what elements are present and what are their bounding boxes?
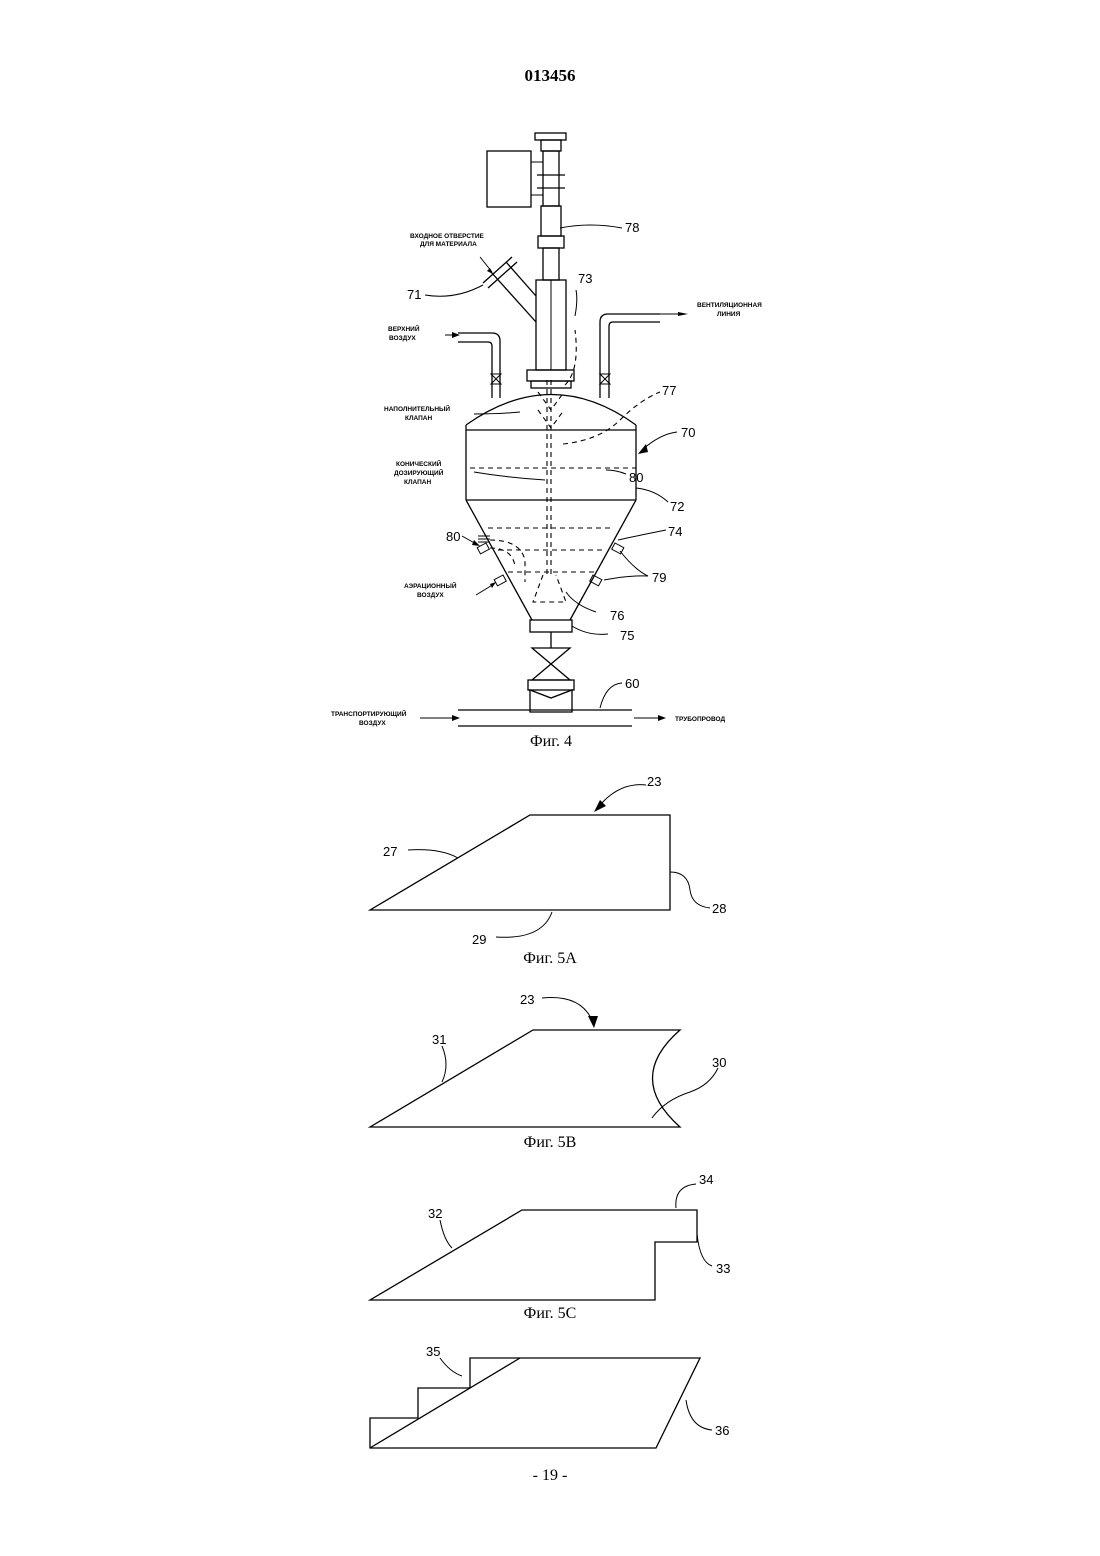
ref-28: 28 — [712, 901, 726, 916]
aeration-label-line2: ВОЗДУХ — [417, 592, 444, 599]
ref-71: 71 — [407, 287, 421, 302]
transport-air-label-line2: ВОЗДУХ — [359, 720, 386, 727]
figure-5c-caption: Фиг. 5С — [524, 1305, 577, 1322]
ref-23-5b: 23 — [520, 992, 534, 1007]
ref-33: 33 — [716, 1261, 730, 1276]
ref-36: 36 — [715, 1423, 729, 1438]
page-number: - 19 - — [0, 1467, 1100, 1485]
vent-label-line1: ВЕНТИЛЯЦИОННАЯ — [697, 302, 762, 309]
ref-74: 74 — [668, 524, 682, 539]
ref-70: 70 — [681, 425, 695, 440]
ref-29: 29 — [472, 932, 486, 947]
vent-label-line2: ЛИНИЯ — [717, 311, 741, 318]
figure-5a-caption: Фиг. 5А — [523, 950, 577, 967]
ref-76: 76 — [610, 608, 624, 623]
ref-80: 80 — [629, 470, 643, 485]
cone-valve-label-line2: ДОЗИРУЮЩИЙ — [394, 468, 444, 477]
figure-5a: 23 27 28 29 Фиг. 5А — [370, 774, 726, 967]
ref-31: 31 — [432, 1032, 446, 1047]
cone-valve-label-line1: КОНИЧЕСКИЙ — [396, 459, 442, 468]
ref-60: 60 — [625, 676, 639, 691]
ref-72: 72 — [670, 499, 684, 514]
inlet-label-line2: ДЛЯ МАТЕРИАЛА — [420, 241, 477, 248]
figure-5d: 35 36 — [370, 1344, 729, 1448]
ref-35: 35 — [426, 1344, 440, 1359]
ref-32: 32 — [428, 1206, 442, 1221]
ref-23: 23 — [647, 774, 661, 789]
ref-78: 78 — [625, 220, 639, 235]
ref-79: 79 — [652, 570, 666, 585]
ref-73: 73 — [578, 271, 592, 286]
inlet-label-line1: ВХОДНОЕ ОТВЕРСТИЕ — [410, 233, 485, 240]
ref-77: 77 — [662, 383, 676, 398]
cone-valve-label-line3: КЛАПАН — [404, 479, 432, 486]
figure-5b: 23 31 30 Фиг. 5В — [370, 992, 726, 1151]
aeration-label-line1: АЭРАЦИОННЫЙ — [404, 581, 457, 590]
upper-air-label-line2: ВОЗДУХ — [389, 335, 416, 342]
fill-valve-label-line2: КЛАПАН — [405, 415, 433, 422]
figure-4-caption: Фиг. 4 — [530, 733, 572, 750]
ref-75: 75 — [620, 628, 634, 643]
figure-5b-caption: Фиг. 5В — [524, 1134, 577, 1151]
ref-30: 30 — [712, 1055, 726, 1070]
figure-5c: 34 32 33 Фиг. 5С — [370, 1172, 730, 1322]
fill-valve-label-line1: НАПОЛНИТЕЛЬНЫЙ — [384, 404, 450, 413]
ref-80-left: 80 — [446, 529, 460, 544]
figure-4: 78 71 73 77 70 80 72 74 80 79 76 75 60 В… — [331, 133, 762, 750]
ref-27: 27 — [383, 844, 397, 859]
transport-air-label-line1: ТРАНСПОРТИРУЮЩИЙ — [331, 709, 407, 718]
ref-34: 34 — [699, 1172, 713, 1187]
upper-air-label-line1: ВЕРХНИЙ — [388, 324, 420, 333]
pipeline-label: ТРУБОПРОВОД — [675, 716, 725, 723]
